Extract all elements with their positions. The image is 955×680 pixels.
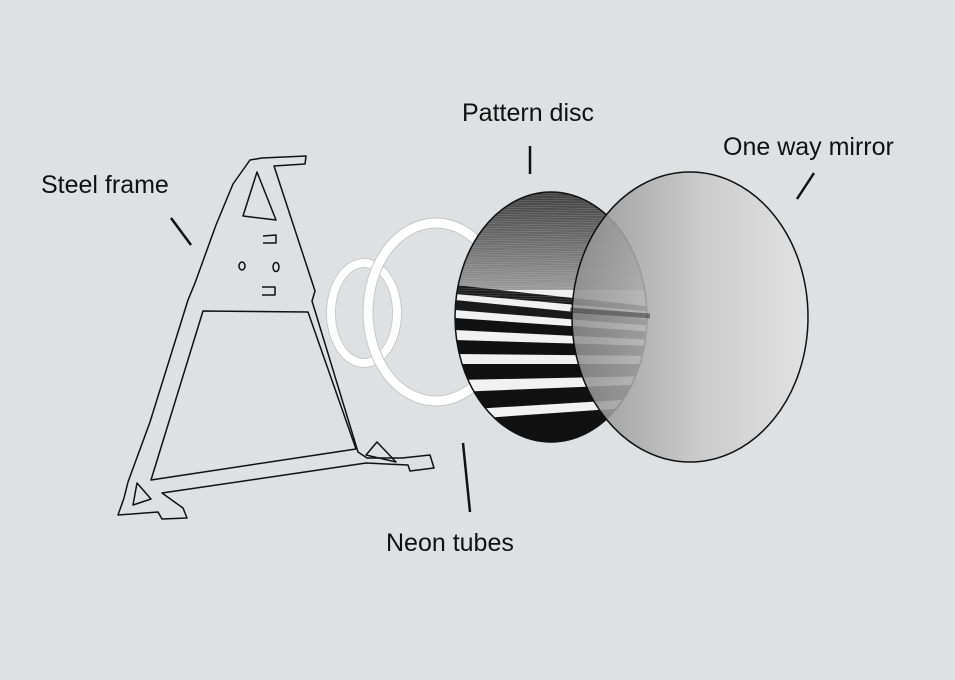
one-way-mirror — [569, 171, 809, 463]
neon-tubes — [326, 217, 510, 407]
label-steel-frame: Steel frame — [41, 171, 169, 199]
leader-neon-tubes — [461, 442, 472, 513]
label-one-way-mirror: One way mirror — [723, 133, 894, 161]
label-neon-tubes: Neon tubes — [386, 529, 514, 557]
leader-one-way-mirror — [795, 172, 816, 200]
steel-frame — [117, 155, 435, 520]
label-pattern-disc: Pattern disc — [462, 99, 595, 127]
leader-lines — [169, 146, 816, 513]
leader-steel-frame — [169, 217, 193, 246]
